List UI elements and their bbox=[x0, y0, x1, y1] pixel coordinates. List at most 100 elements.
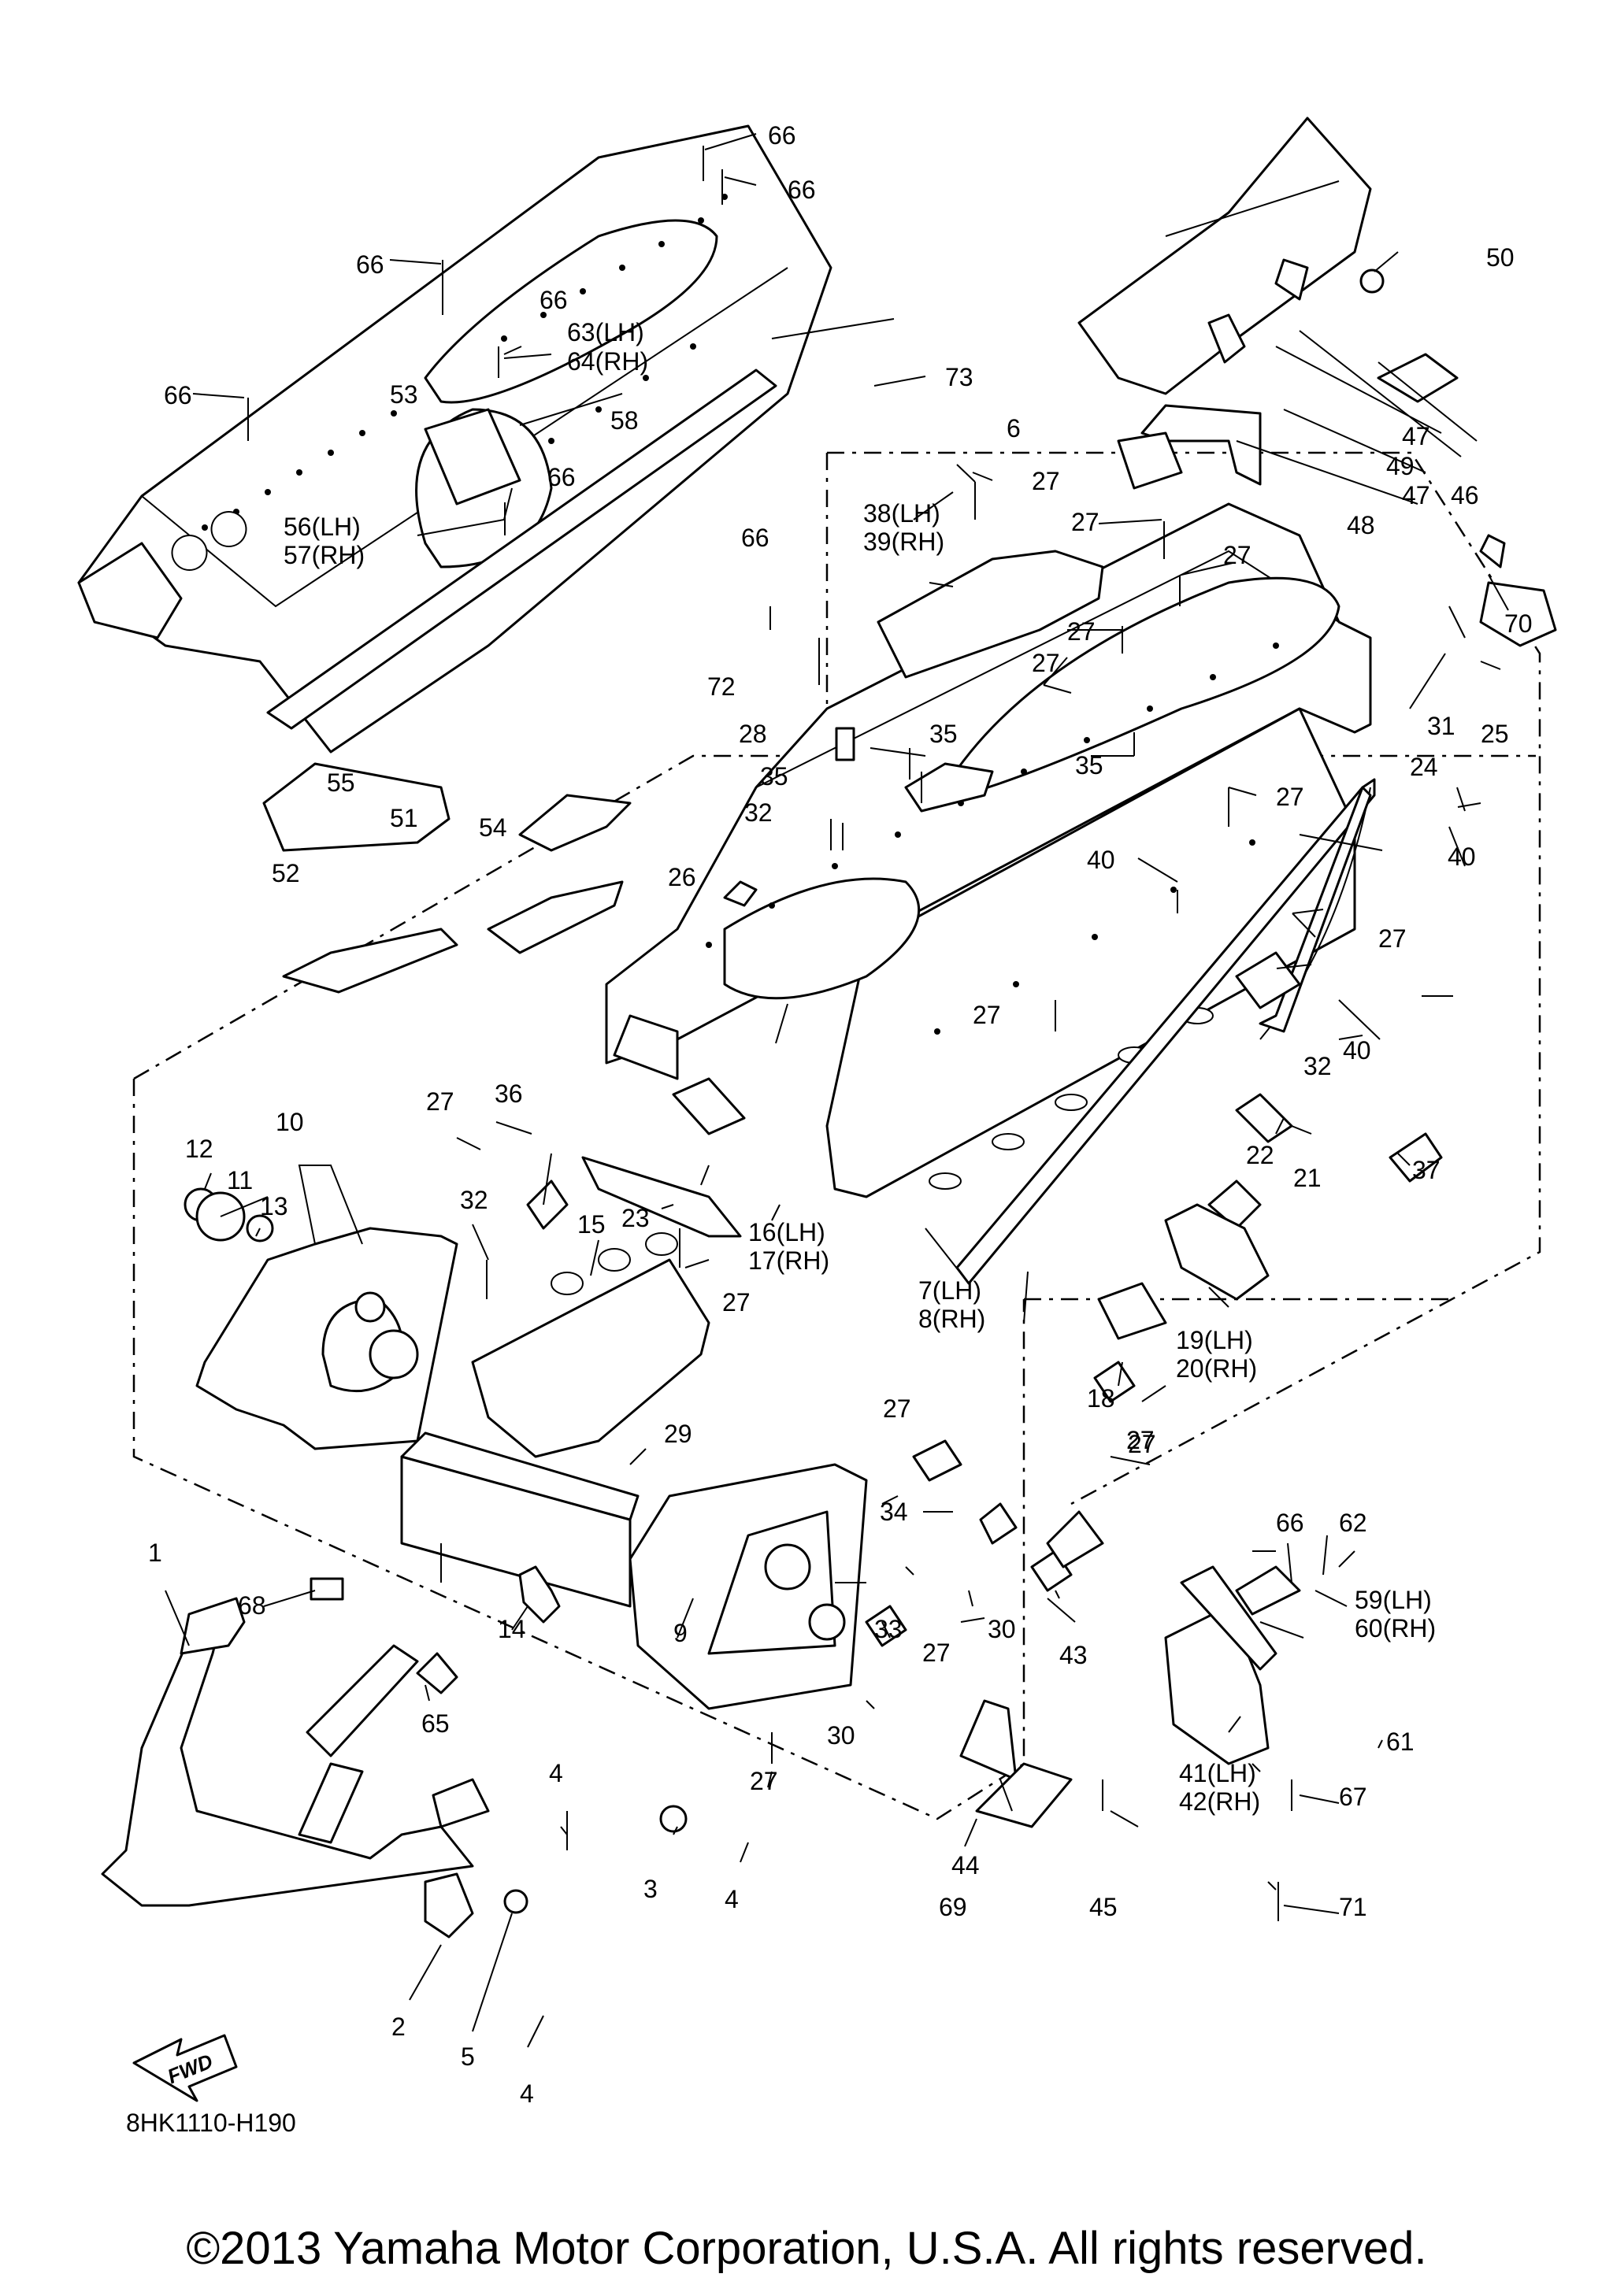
tunnel-slots bbox=[928, 1007, 1214, 1190]
label-72: 72 bbox=[707, 672, 736, 701]
label-27: 27 bbox=[1276, 783, 1304, 811]
label-27: 27 bbox=[1032, 649, 1060, 677]
upper-tunnel-part bbox=[77, 124, 832, 754]
label-27: 27 bbox=[1071, 508, 1099, 536]
label-27: 27 bbox=[1126, 1426, 1155, 1454]
label-4: 4 bbox=[725, 1885, 739, 1913]
label-20-rh: 20(RH) bbox=[1176, 1354, 1257, 1383]
label-30: 30 bbox=[827, 1721, 855, 1750]
label-66: 66 bbox=[1276, 1509, 1304, 1537]
label-23: 23 bbox=[621, 1204, 650, 1232]
leader-lines bbox=[165, 133, 1509, 2048]
label-4: 4 bbox=[520, 2079, 534, 2108]
label-30: 30 bbox=[988, 1615, 1016, 1643]
label-40: 40 bbox=[1343, 1036, 1371, 1065]
fwd-arrow-icon: FWD bbox=[132, 2034, 238, 2102]
copyright-notice: ©2013 Yamaha Motor Corporation, U.S.A. A… bbox=[186, 2223, 1426, 2274]
label-52: 52 bbox=[272, 859, 300, 887]
label-1: 1 bbox=[148, 1539, 162, 1567]
label-56-lh: 56(LH) bbox=[284, 513, 361, 541]
label-9: 9 bbox=[673, 1619, 688, 1647]
label-12: 12 bbox=[185, 1135, 213, 1163]
label-27: 27 bbox=[750, 1767, 778, 1795]
label-43: 43 bbox=[1059, 1641, 1088, 1669]
label-46: 46 bbox=[1451, 481, 1479, 509]
tunnel-rivet-holes bbox=[202, 194, 728, 531]
label-18: 18 bbox=[1087, 1384, 1115, 1413]
label-32: 32 bbox=[744, 798, 773, 827]
label-71: 71 bbox=[1339, 1893, 1367, 1921]
label-21: 21 bbox=[1293, 1164, 1322, 1192]
label-15: 15 bbox=[577, 1210, 606, 1239]
label-55: 55 bbox=[327, 768, 355, 797]
label-66: 66 bbox=[164, 381, 192, 409]
label-24: 24 bbox=[1410, 753, 1438, 781]
label-4: 4 bbox=[549, 1759, 563, 1787]
label-68: 68 bbox=[238, 1591, 266, 1620]
label-59-lh: 59(LH) bbox=[1355, 1586, 1432, 1614]
label-37: 37 bbox=[1412, 1156, 1441, 1184]
label-42-rh: 42(RH) bbox=[1179, 1787, 1260, 1816]
label-44: 44 bbox=[951, 1851, 980, 1879]
label-47: 47 bbox=[1402, 422, 1430, 450]
label-8-rh: 8(RH) bbox=[918, 1305, 985, 1333]
label-63-lh: 63(LH) bbox=[567, 318, 644, 346]
footrest-part bbox=[1164, 1565, 1301, 1765]
label-35: 35 bbox=[760, 762, 788, 791]
label-27: 27 bbox=[1128, 1430, 1156, 1458]
label-53: 53 bbox=[390, 380, 418, 409]
label-27: 27 bbox=[922, 1639, 951, 1667]
label-62: 62 bbox=[1339, 1509, 1367, 1537]
label-19-lh: 19(LH) bbox=[1176, 1326, 1253, 1354]
label-32: 32 bbox=[460, 1186, 488, 1214]
label-31: 31 bbox=[1427, 712, 1455, 740]
label-61: 61 bbox=[1386, 1728, 1415, 1756]
label-35: 35 bbox=[1075, 751, 1103, 780]
label-66: 66 bbox=[788, 176, 816, 204]
label-27: 27 bbox=[426, 1087, 454, 1116]
label-40: 40 bbox=[1448, 842, 1476, 871]
label-27: 27 bbox=[883, 1394, 911, 1423]
label-39-rh: 39(RH) bbox=[863, 528, 944, 556]
label-69: 69 bbox=[939, 1893, 967, 1921]
label-60-rh: 60(RH) bbox=[1355, 1614, 1436, 1642]
label-17-rh: 17(RH) bbox=[748, 1246, 829, 1275]
label-32: 32 bbox=[1303, 1052, 1332, 1080]
front-frame-part bbox=[101, 1597, 490, 1907]
label-40: 40 bbox=[1087, 846, 1115, 874]
label-51: 51 bbox=[390, 804, 418, 832]
label-27: 27 bbox=[1032, 467, 1060, 495]
label-38-lh: 38(LH) bbox=[863, 499, 940, 528]
bulkhead-part bbox=[629, 1463, 868, 1710]
heat-exchanger-part bbox=[400, 1431, 640, 1624]
label-41-lh: 41(LH) bbox=[1179, 1759, 1256, 1787]
label-49: 49 bbox=[1386, 452, 1415, 480]
label-47: 47 bbox=[1402, 481, 1430, 509]
label-14: 14 bbox=[498, 1615, 526, 1643]
label-2: 2 bbox=[391, 2013, 406, 2041]
label-66: 66 bbox=[540, 286, 568, 314]
label-67: 67 bbox=[1339, 1783, 1367, 1811]
label-13: 13 bbox=[260, 1192, 288, 1220]
label-45: 45 bbox=[1089, 1893, 1118, 1921]
label-33: 33 bbox=[874, 1615, 903, 1643]
center-panel-part bbox=[471, 1232, 710, 1458]
main-tunnel-rivet-holes bbox=[706, 643, 1279, 1035]
label-5: 5 bbox=[461, 2042, 475, 2071]
label-64-rh: 64(RH) bbox=[567, 347, 648, 376]
diagram-code: 8HK1110-H190 bbox=[126, 2109, 296, 2137]
label-10: 10 bbox=[276, 1108, 304, 1136]
label-27: 27 bbox=[1378, 924, 1407, 953]
label-29: 29 bbox=[664, 1420, 692, 1448]
label-70: 70 bbox=[1504, 609, 1533, 638]
rear-flap-part bbox=[1077, 117, 1385, 486]
label-73: 73 bbox=[945, 363, 973, 391]
label-34: 34 bbox=[880, 1498, 908, 1526]
label-27: 27 bbox=[1067, 617, 1096, 646]
label-50: 50 bbox=[1486, 243, 1515, 272]
label-66: 66 bbox=[741, 524, 769, 552]
label-22: 22 bbox=[1246, 1141, 1274, 1169]
label-6: 6 bbox=[1007, 414, 1021, 443]
small-parts bbox=[262, 258, 1557, 1939]
